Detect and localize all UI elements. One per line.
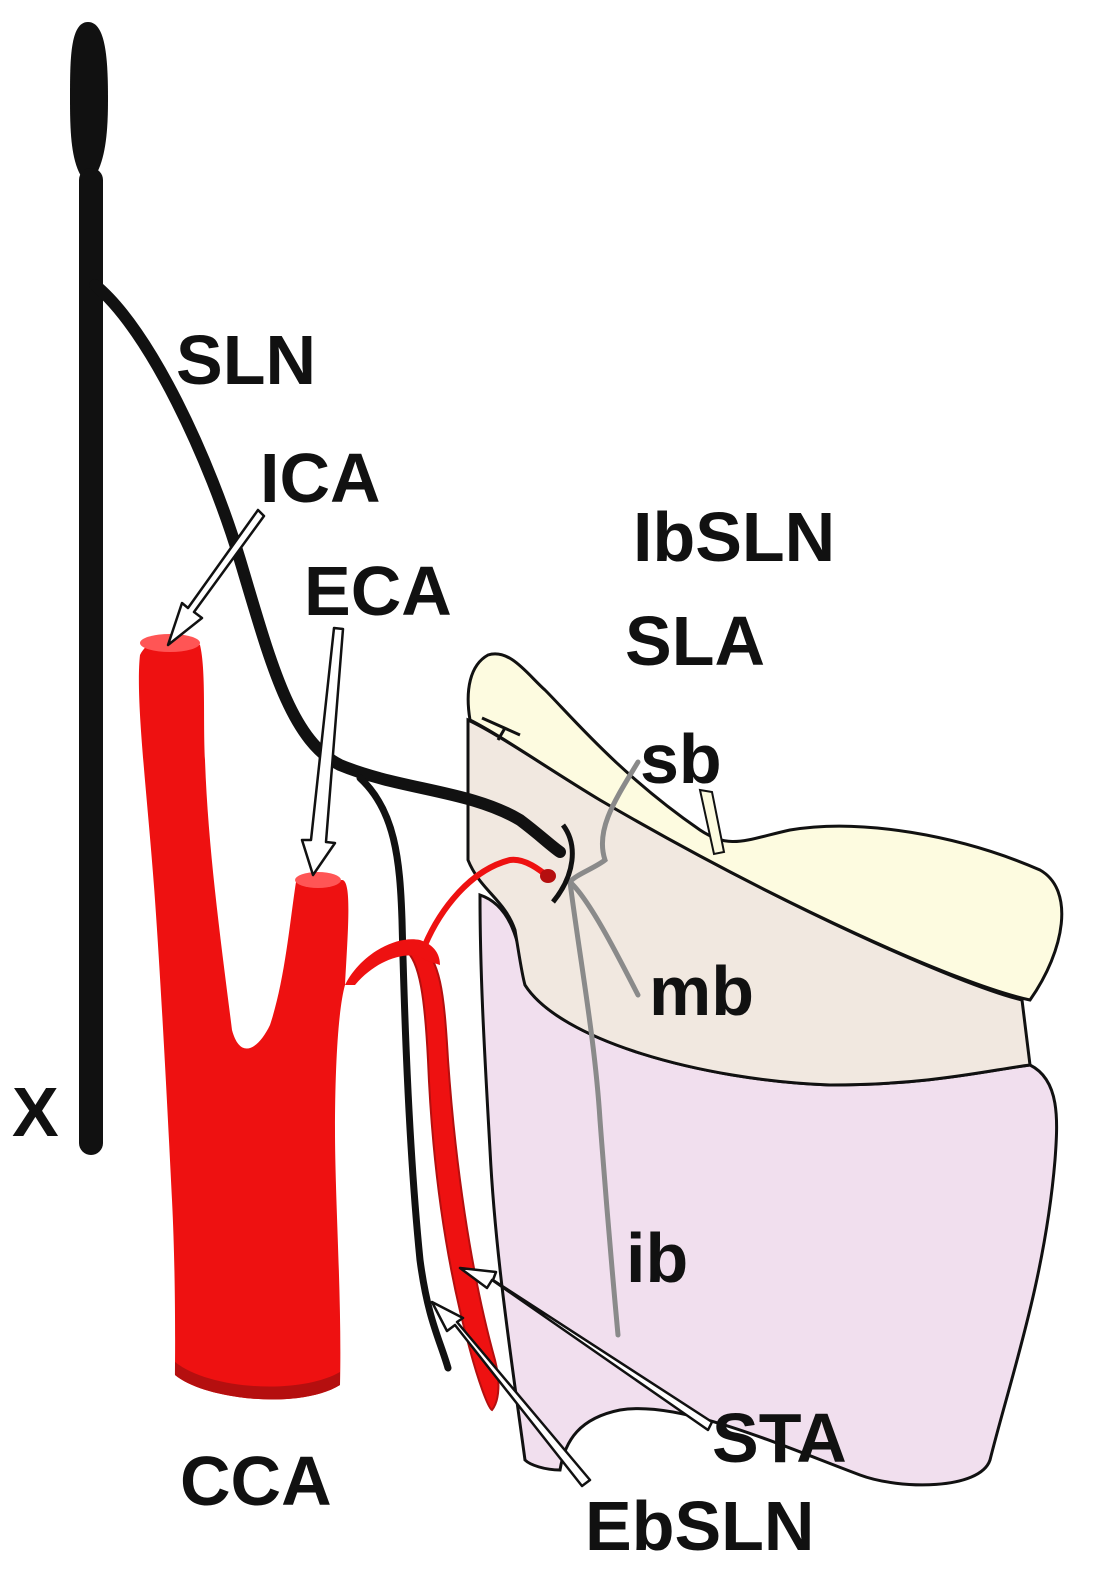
label-sla: SLA [625, 602, 765, 680]
label-ibsln: IbSLN [633, 498, 835, 576]
larynx [466, 652, 1064, 1487]
ebsln-arrow [430, 1300, 592, 1488]
sla-artery-tip [540, 869, 556, 883]
label-sta: STA [712, 1399, 847, 1477]
eca-sta-connector [345, 939, 440, 985]
ica-arrow [166, 508, 266, 647]
label-cca: CCA [180, 1442, 332, 1520]
eca-arrow [300, 626, 345, 877]
inferior-branch-line [567, 879, 621, 1338]
carotid-tree [138, 636, 349, 1400]
label-ebsln: EbSLN [585, 1487, 814, 1565]
arteries [138, 634, 556, 1412]
label-mb: mb [649, 952, 754, 1030]
sln-nerve [89, 279, 566, 858]
label-ica: ICA [260, 439, 381, 517]
thyroid-cartilage-upper [466, 652, 1064, 1002]
ebsln-nerve [356, 774, 452, 1372]
internal-branch-lines [567, 759, 641, 1338]
cartilage-tick [481, 716, 521, 741]
small-notch [698, 788, 726, 856]
vagus-nerve [70, 22, 108, 1155]
label-sln: SLN [176, 321, 316, 399]
label-sb: sb [640, 720, 722, 798]
sla-artery [422, 856, 553, 948]
arrows [166, 508, 714, 1488]
label-eca: ECA [304, 552, 452, 630]
superior-branch-line [567, 759, 641, 885]
sta-descending [402, 943, 500, 1412]
label-ib: ib [626, 1219, 688, 1297]
cca-base-shadow [175, 1362, 340, 1400]
middle-branch-line [567, 879, 641, 998]
vagus-ganglion [70, 22, 108, 185]
eca-tip [295, 872, 341, 888]
nerve-entry-arc [551, 823, 575, 904]
label-x: X [12, 1073, 59, 1151]
labels: X SLN ICA ECA IbSLN SLA sb mb ib STA CCA… [12, 321, 847, 1565]
sta-arrow [458, 1266, 714, 1432]
